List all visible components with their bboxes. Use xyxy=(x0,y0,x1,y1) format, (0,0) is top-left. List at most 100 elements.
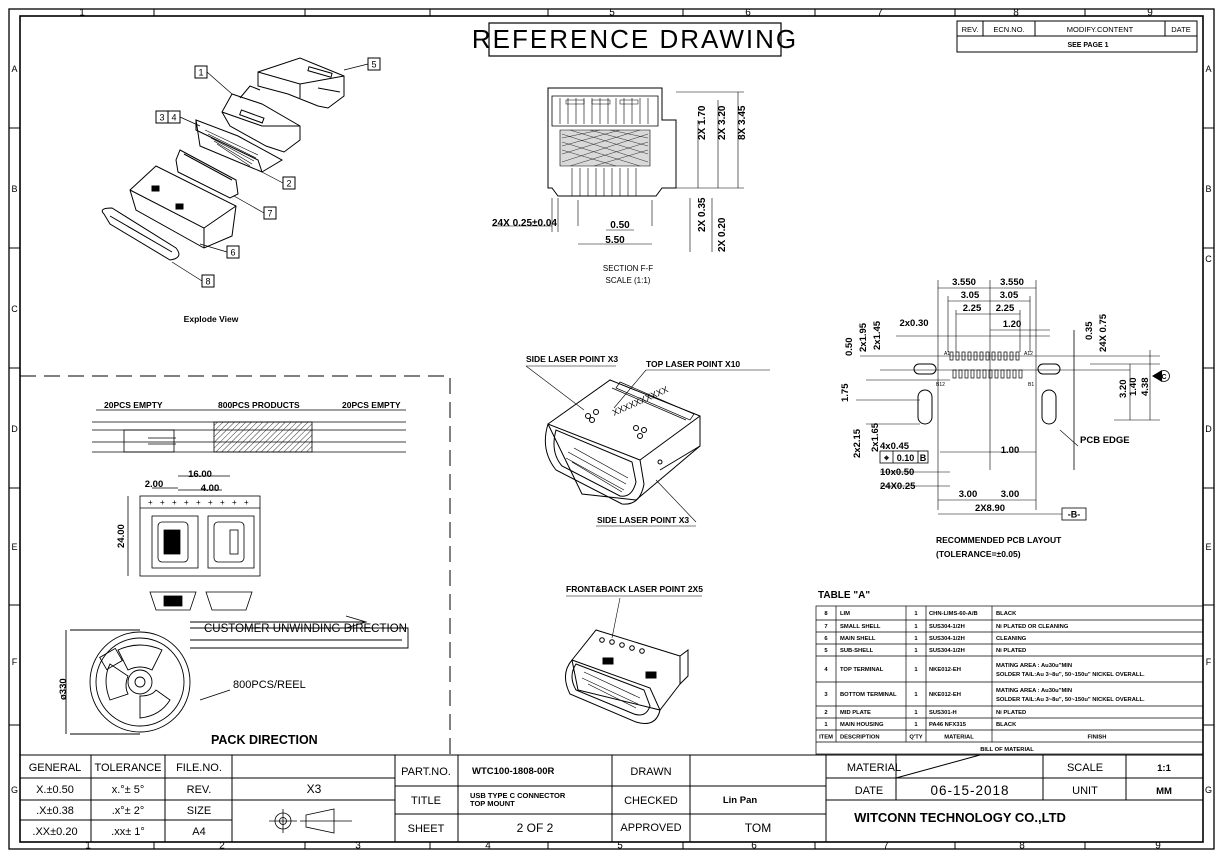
laser-view-front xyxy=(565,629,689,724)
pcb-edge-label: PCB EDGE xyxy=(1080,435,1130,446)
col-label: 8 xyxy=(1019,841,1025,852)
section-caption-1: SECTION F-F xyxy=(603,264,653,273)
label-empty-left: 20PCS EMPTY xyxy=(104,400,163,410)
table-a-item: 6 xyxy=(824,636,828,642)
pcb-caption-2: (TOLERANCE=±0.05) xyxy=(936,549,1021,559)
dim-4x045: 4x0.45 xyxy=(880,441,910,452)
bill-of-material: BILL OF MATERIAL xyxy=(980,747,1034,753)
dim-v345: 8X 3.45 xyxy=(737,105,748,140)
table-a-finish: CLEANING xyxy=(996,636,1027,642)
table-a-desc: SUB-SHELL xyxy=(840,648,874,654)
table-a-material: SUS304-1/2H xyxy=(929,648,965,654)
dim-v438: 4.38 xyxy=(1140,378,1151,397)
col-label: 7 xyxy=(883,841,889,852)
col-label: 9 xyxy=(1147,8,1153,19)
table-a xyxy=(815,605,1204,755)
table-a-qty: 1 xyxy=(914,722,918,728)
row-label: D xyxy=(1205,424,1212,434)
table-a-finish-2: SOLDER TAIL:Au 3~8u", 50~150u" NICKEL OV… xyxy=(996,697,1145,703)
dim-v320: 2X 3.20 xyxy=(717,105,728,140)
tb-title-2: TOP MOUNT xyxy=(470,799,515,808)
leader-front-back xyxy=(611,597,621,639)
dim-120: 1.20 xyxy=(1003,319,1022,330)
col-label: 9 xyxy=(1155,841,1161,852)
laser-view-iso xyxy=(544,379,701,505)
reel-qty: 800PCS/REEL xyxy=(233,679,306,691)
table-a-item: 7 xyxy=(824,624,827,630)
table-a-qty: 1 xyxy=(914,648,918,654)
table-a-qty: 1 xyxy=(914,710,918,716)
dim-v175: 1.75 xyxy=(840,383,851,402)
dim-10x050: 10x0.50 xyxy=(880,467,914,478)
explode-callouts: 1 5 3 4 2 7 6 8 xyxy=(155,57,381,288)
th-material: MATERIAL xyxy=(944,735,974,741)
table-a-desc: TOP TERMINAL xyxy=(840,667,884,673)
table-a-material: SUS301-H xyxy=(929,710,957,716)
datum-ref: B xyxy=(920,453,927,463)
table-a-item: 4 xyxy=(824,667,828,673)
svg-text:+: + xyxy=(184,498,189,507)
tb-part-no-label: PART.NO. xyxy=(401,766,451,778)
col-label: 3 xyxy=(355,841,361,852)
table-a-material: CHN-LIMS-60-A/B xyxy=(929,611,978,617)
table-a-finish: Ni PLATED xyxy=(996,710,1026,716)
table-a-item: 2 xyxy=(824,710,827,716)
svg-text:+: + xyxy=(208,498,213,507)
tb-tolerance: TOLERANCE xyxy=(94,762,161,774)
tb-xa-tol: x.°± 5° xyxy=(112,784,145,796)
dim-225a: 2.25 xyxy=(963,303,982,314)
table-a-finish: Ni PLATED OR CLEANING xyxy=(996,624,1069,630)
dim-200: 2.00 xyxy=(145,479,164,490)
tb-rev: REV. xyxy=(187,784,212,796)
projection-symbol xyxy=(269,808,352,834)
date-header: DATE xyxy=(1171,25,1190,34)
reel-diameter: ø330 xyxy=(58,678,69,700)
reel-labels: CUSTOMER UNWINDING DIRECTION 800PCS/REEL… xyxy=(58,623,407,747)
dim-3550b: 3.550 xyxy=(1000,277,1024,288)
table-a-finish: BLACK xyxy=(996,722,1017,728)
row-label: G xyxy=(1205,785,1212,795)
pin-a12: A12 xyxy=(1024,351,1033,357)
tape-pocket-dots: ++++ +++++ xyxy=(148,498,249,507)
table-a-qty: 1 xyxy=(914,692,918,698)
section-dims xyxy=(492,91,744,252)
table-a-item: 1 xyxy=(824,722,828,728)
dim-v2x195: 2x1.95 xyxy=(858,322,869,352)
dim-2x890: 2X8.90 xyxy=(975,503,1005,514)
svg-text:+: + xyxy=(196,498,201,507)
row-label: B xyxy=(11,184,17,194)
dim-24x025: 24X0.25 xyxy=(880,481,916,492)
row-label: G xyxy=(11,785,18,795)
tb-sheet-label: SHEET xyxy=(408,823,445,835)
tb-title-1: USB TYPE C CONNECTOR xyxy=(470,791,566,800)
col-label: 5 xyxy=(609,8,615,19)
col-label: 2 xyxy=(219,841,225,852)
row-label: E xyxy=(1205,542,1211,552)
tape-strip xyxy=(92,409,406,453)
svg-text:+: + xyxy=(172,498,177,507)
row-label: F xyxy=(12,657,18,667)
row-label: F xyxy=(1206,657,1212,667)
table-a-finish: MATING AREA : Au30u"MIN xyxy=(996,663,1072,669)
tb-size: SIZE xyxy=(187,805,211,817)
dim-400: 4.00 xyxy=(201,483,220,494)
leader-side-top xyxy=(525,365,585,411)
table-a-material: NKE012-EH xyxy=(929,667,961,673)
callout-8: 8 xyxy=(205,277,210,287)
tb-x-tol: X.±0.50 xyxy=(36,784,74,796)
label-empty-right: 20PCS EMPTY xyxy=(342,400,401,410)
row-markers: A A B B C C D D E E F F G G xyxy=(9,64,1214,795)
table-a-header: ITEM DESCRIPTION Q'TY MATERIAL FINISH BI… xyxy=(819,735,1106,754)
pcb-dim-labels: 3.550 3.550 3.05 3.05 2.25 2.25 1.20 2x0… xyxy=(840,277,1151,514)
table-a-finish-2: SOLDER TAIL:Au 3~8u", 50~150u" NICKEL OV… xyxy=(996,672,1145,678)
th-finish: FINISH xyxy=(1087,735,1106,741)
tolerance-value: 0.10 xyxy=(897,453,915,463)
tb-file-no: FILE.NO. xyxy=(176,762,222,774)
table-a-finish: BLACK xyxy=(996,611,1017,617)
tb-title-label: TITLE xyxy=(411,795,441,807)
tb-date-label: DATE xyxy=(855,785,884,797)
section-caption-2: SCALE (1:1) xyxy=(606,276,651,285)
label-side-laser-bottom: SIDE LASER POINT X3 xyxy=(597,515,689,525)
pack-boundary xyxy=(20,375,451,755)
feature-control-frame: ⌖ 0.10 B xyxy=(879,450,929,464)
